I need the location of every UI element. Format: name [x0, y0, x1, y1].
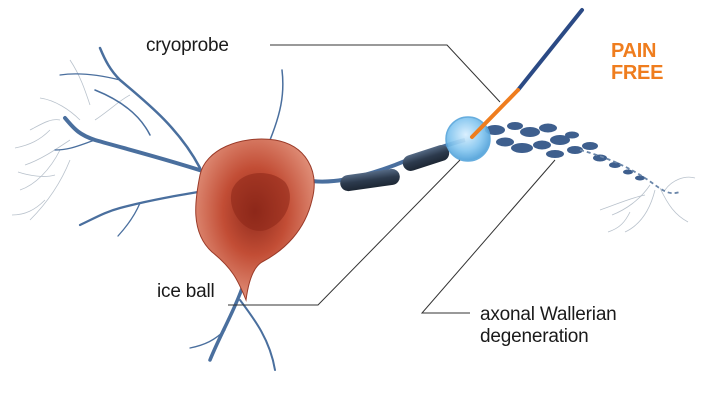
- cryoprobe-shaft: [472, 10, 582, 137]
- axonal-leader: [422, 160, 555, 313]
- axonal-degeneration-label-line2: degeneration: [480, 326, 617, 348]
- ice-ball-label: ice ball: [157, 281, 215, 303]
- dendrite-terminals-left: [12, 60, 130, 220]
- degenerating-axon-fragments: [485, 122, 645, 181]
- axonal-degeneration-label-line1: axonal Wallerian: [480, 304, 617, 326]
- myelin-sheaths: [339, 143, 451, 192]
- cryoprobe-label: cryoprobe: [146, 35, 229, 57]
- pain-free-label-line2: FREE: [611, 62, 663, 84]
- cryoprobe-leader: [270, 45, 500, 102]
- pain-free-label: PAIN FREE: [611, 40, 663, 84]
- pain-free-label-line1: PAIN: [611, 40, 663, 62]
- axon-terminals-right: [600, 177, 695, 232]
- axonal-degeneration-label: axonal Wallerian degeneration: [480, 304, 617, 348]
